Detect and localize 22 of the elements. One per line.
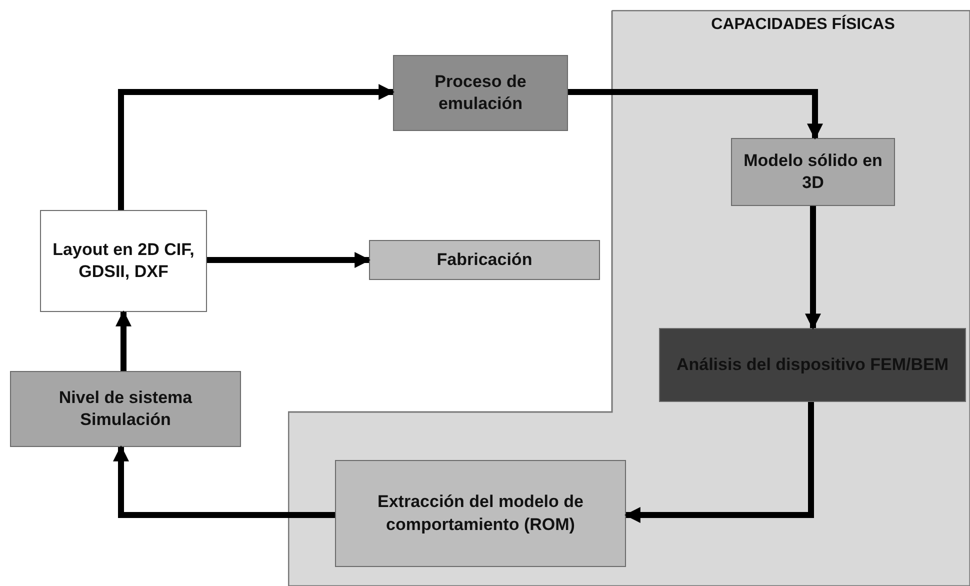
arrow xyxy=(113,445,335,518)
box-label: Fabricación xyxy=(436,248,534,271)
region-panel xyxy=(288,10,970,586)
arrow xyxy=(207,252,371,268)
process-box xyxy=(335,460,626,567)
arrow xyxy=(624,402,814,523)
box-label: Modelo sólido en 3D xyxy=(742,150,884,194)
box-label: Nivel de sistema Simulación xyxy=(58,386,194,431)
arrow xyxy=(116,310,132,371)
arrow xyxy=(568,89,823,140)
process-box xyxy=(393,55,568,131)
process-box xyxy=(10,371,241,447)
process-box xyxy=(731,138,895,206)
process-box xyxy=(659,328,966,402)
arrow xyxy=(805,206,821,330)
box-label: Extracción del modelo de comportamiento (ROM) xyxy=(376,491,584,536)
process-box xyxy=(369,240,600,280)
box-label: Proceso de emulación xyxy=(434,70,528,115)
region-heading: CAPACIDADES FÍSICAS xyxy=(710,15,896,35)
box-label: Layout en 2D CIF, GDSII, DXF xyxy=(52,238,196,283)
process-box xyxy=(40,210,207,312)
arrow xyxy=(118,84,395,210)
